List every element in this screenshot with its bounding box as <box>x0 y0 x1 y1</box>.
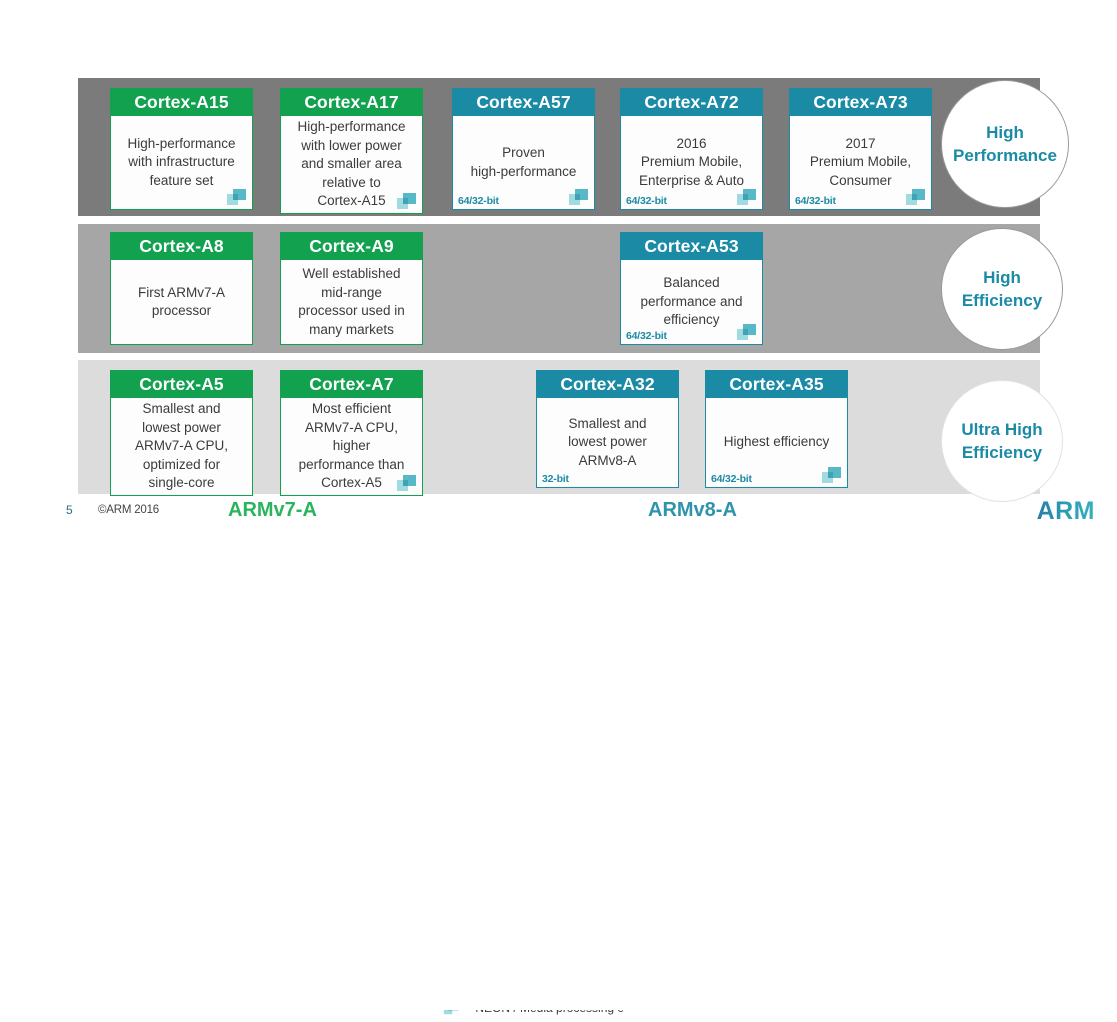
processor-card-title: Cortex-A57 <box>452 88 595 116</box>
processor-card-description: 2017 Premium Mobile, Consumer <box>809 135 912 188</box>
processor-card-description: Most efficient ARMv7-A CPU, higher perfo… <box>298 401 405 490</box>
arm-logo: ARM <box>1036 497 1095 525</box>
neon-icon <box>569 189 589 206</box>
processor-card-body: Smallest and lowest power ARMv7-A CPU, o… <box>110 398 253 496</box>
processor-card-body: Highest efficiency 64/32-bit <box>705 398 848 488</box>
processor-card-description: Smallest and lowest power ARMv8-A <box>568 415 647 468</box>
processor-card-body: Most efficient ARMv7-A CPU, higher perfo… <box>280 398 423 496</box>
processor-card-description: Smallest and lowest power ARMv7-A CPU, o… <box>134 401 229 490</box>
neon-legend-text: = NEON / Media processing engine <box>465 1010 623 1015</box>
processor-card-cortex-a73[interactable]: Cortex-A73 2017 Premium Mobile, Consumer 6… <box>789 88 932 210</box>
neon-legend: = NEON / Media processing engine <box>443 1010 623 1022</box>
processor-card-description: High-performance with lower power and sm… <box>297 119 406 208</box>
processor-card-description: Highest efficiency <box>723 434 830 450</box>
processor-card-body: High-performance with lower power and sm… <box>280 116 423 214</box>
processor-card-body: Proven high-performance 64/32-bit <box>452 116 595 210</box>
processor-bit-width-label: 64/32-bit <box>626 195 667 207</box>
tier-badge-high-efficiency: High Efficiency <box>941 228 1063 350</box>
neon-icon <box>443 1010 460 1015</box>
neon-icon <box>397 474 417 492</box>
neon-icon <box>737 324 757 341</box>
processor-card-body: 2016 Premium Mobile, Enterprise & Auto 64… <box>620 116 763 210</box>
processor-card-title: Cortex-A72 <box>620 88 763 116</box>
processor-card-description: Proven high-performance <box>470 145 577 179</box>
processor-card-title: Cortex-A17 <box>280 88 423 116</box>
processor-card-title: Cortex-A53 <box>620 232 763 260</box>
processor-card-description: 2016 Premium Mobile, Enterprise & Auto <box>638 135 745 188</box>
processor-card-description: Well established mid-range processor use… <box>298 266 405 337</box>
processor-card-title: Cortex-A8 <box>110 232 253 260</box>
neon-icon <box>227 189 247 206</box>
processor-card-body: First ARMv7-A processor <box>110 260 253 345</box>
architecture-label-armv8: ARMv8-A <box>648 499 737 521</box>
neon-icon <box>737 189 757 206</box>
neon-icon <box>397 192 417 210</box>
processor-card-body: Balanced performance and efficiency 64/32… <box>620 260 763 345</box>
architecture-label-armv7: ARMv7-A <box>228 499 317 521</box>
processor-card-body: High-performance with infrastructure fea… <box>110 116 253 210</box>
processor-bit-width-label: 64/32-bit <box>458 195 499 207</box>
processor-card-title: Cortex-A7 <box>280 370 423 398</box>
processor-card-title: Cortex-A5 <box>110 370 253 398</box>
processor-card-description: First ARMv7-A processor <box>137 284 225 319</box>
processor-card-body: Well established mid-range processor use… <box>280 260 423 345</box>
processor-card-title: Cortex-A35 <box>705 370 848 398</box>
processor-card-title: Cortex-A73 <box>789 88 932 116</box>
processor-bit-width-label: 64/32-bit <box>711 473 752 485</box>
processor-card-title: Cortex-A9 <box>280 232 423 260</box>
slide-footer: 5 ©ARM 2016 ARMv7-A ARMv8-A = NEON / Med… <box>0 497 1117 1015</box>
tier-badge-high-performance: High Performance <box>941 80 1069 208</box>
processor-card-description: Balanced performance and efficiency <box>640 275 743 328</box>
processor-card-title: Cortex-A15 <box>110 88 253 116</box>
processor-card-body: Smallest and lowest power ARMv8-A 32-bit <box>536 398 679 488</box>
processor-card-title: Cortex-A32 <box>536 370 679 398</box>
processor-bit-width-label: 32-bit <box>542 473 569 485</box>
page-number: 5 <box>66 503 73 517</box>
copyright-notice: ©ARM 2016 <box>98 504 160 516</box>
tier-badge-ultra-high-efficiency: Ultra High Efficiency <box>941 380 1063 502</box>
processor-bit-width-label: 64/32-bit <box>626 330 667 342</box>
processor-card-body: 2017 Premium Mobile, Consumer 64/32-bit <box>789 116 932 210</box>
neon-icon <box>906 189 926 206</box>
processor-bit-width-label: 64/32-bit <box>795 195 836 207</box>
processor-card-description: High-performance with infrastructure fea… <box>127 135 236 188</box>
neon-icon <box>822 467 842 484</box>
